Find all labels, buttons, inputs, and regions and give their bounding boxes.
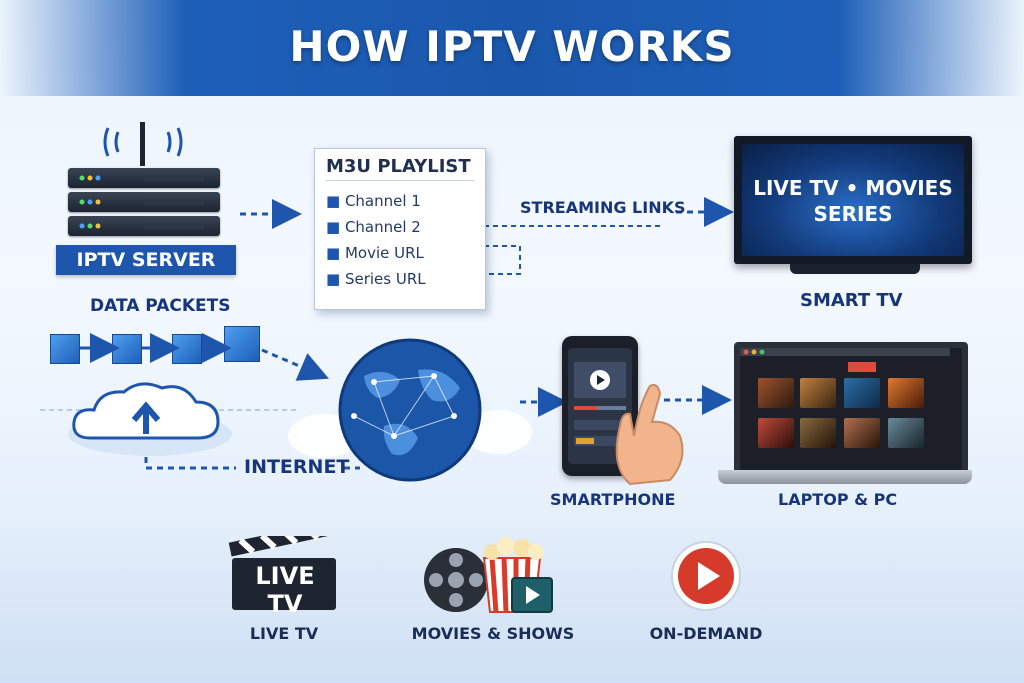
playlist-item: ■ Channel 2 <box>326 218 421 236</box>
playlist-item: ■ Channel 1 <box>326 192 421 210</box>
playlist-title: M3U PLAYLIST <box>326 156 471 177</box>
hand-icon <box>615 384 684 486</box>
playlist-item: ■ Series URL <box>326 270 426 288</box>
tv-screen <box>742 144 964 256</box>
tv-screen-line1: LIVE TV • MOVIES <box>753 176 953 200</box>
tv-stand <box>790 264 920 274</box>
server-lights-icon <box>79 175 204 229</box>
play-button-icon <box>671 541 741 611</box>
internet-label: INTERNET <box>244 456 350 478</box>
playlist-divider <box>326 180 474 181</box>
globe-icon <box>288 338 532 482</box>
tv-screen-line2: SERIES <box>813 202 893 226</box>
streaming-links-label: STREAMING LINKS <box>520 198 686 217</box>
browser-dots-icon <box>743 349 765 355</box>
live-tv-label: LIVE TV <box>249 624 319 643</box>
smart-tv-label: SMART TV <box>800 290 903 311</box>
data-packets-label: DATA PACKETS <box>90 296 231 316</box>
smartphone-label: SMARTPHONE <box>550 490 676 509</box>
phone-player-icon <box>574 362 626 446</box>
live-tv-badge: LIVE TV <box>255 562 315 618</box>
m3u-playlist-card <box>314 148 486 310</box>
laptop-base <box>718 470 972 484</box>
wifi-signal-icon <box>103 122 183 166</box>
server-label: IPTV SERVER <box>56 245 236 275</box>
playlist-item: ■ Movie URL <box>326 244 424 262</box>
laptop-browser-bar <box>740 348 950 356</box>
cloud-upload-icon <box>68 382 232 456</box>
laptop-label: LAPTOP & PC <box>778 490 898 509</box>
on-demand-label: ON-DEMAND <box>649 624 763 643</box>
movies-icon <box>424 537 553 613</box>
movies-shows-label: MOVIES & SHOWS <box>411 624 575 643</box>
page-title: HOW IPTV WORKS <box>289 22 735 71</box>
clapperboard-icon <box>228 536 336 610</box>
title-banner <box>0 0 1024 96</box>
